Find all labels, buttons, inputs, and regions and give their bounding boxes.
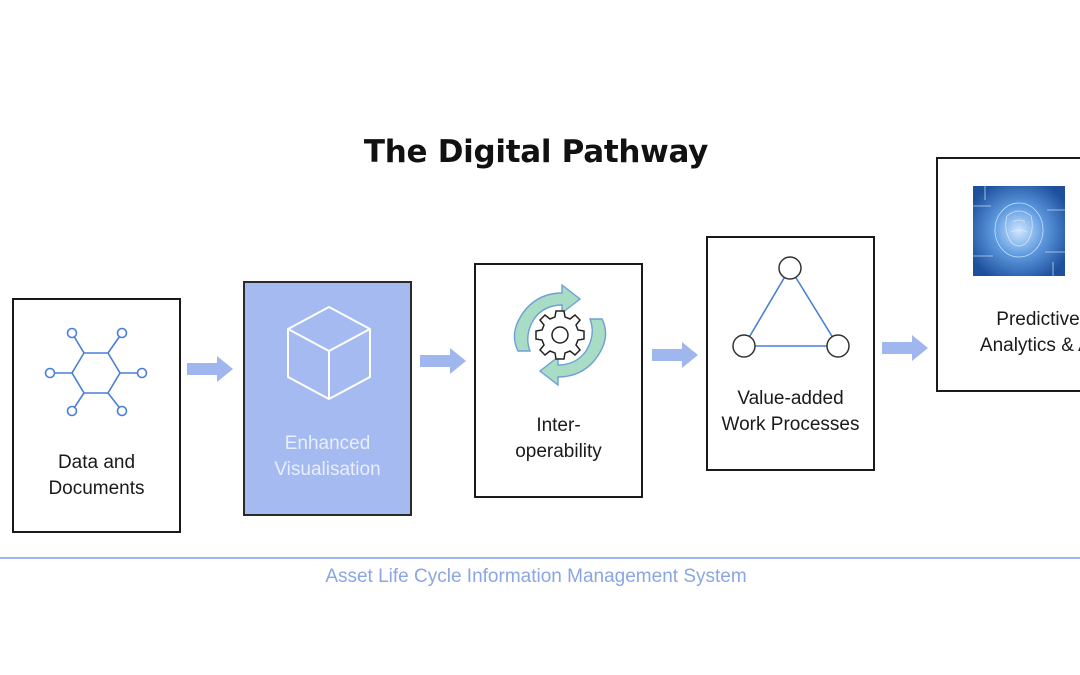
step-predictive-analytics: Predictive Analytics & AI xyxy=(936,157,1080,392)
right-arrow-icon xyxy=(420,348,466,374)
step-value-added-work-processes: Value-added Work Processes xyxy=(706,236,875,471)
step-label-line1: Data and xyxy=(57,452,136,473)
step-label: Value-added Work Processes xyxy=(708,386,873,438)
step-label: Inter- operability xyxy=(476,413,641,465)
step-label: Data and Documents xyxy=(14,450,179,502)
ai-brain-image xyxy=(973,186,1065,276)
step-label-line2: Documents xyxy=(48,478,145,499)
right-arrow-icon xyxy=(882,335,928,361)
step-label-line2: Analytics & AI xyxy=(979,335,1080,356)
step-label-line2: Work Processes xyxy=(721,414,860,435)
lifecycle-baseline xyxy=(0,557,1080,559)
step-data-and-documents: Data and Documents xyxy=(12,298,181,533)
step-interoperability: Inter- operability xyxy=(474,263,643,498)
step-enhanced-visualisation: Enhanced Visualisation xyxy=(243,281,412,516)
cube-icon xyxy=(287,306,371,400)
gear-cycle-icon xyxy=(513,283,607,387)
step-label: Enhanced Visualisation xyxy=(245,431,410,483)
step-label-line2: operability xyxy=(515,441,602,462)
triangle-network-icon xyxy=(732,256,850,358)
step-label-line1: Predictive xyxy=(996,309,1080,330)
hexagon-network-icon xyxy=(44,327,148,417)
right-arrow-icon xyxy=(652,342,698,368)
step-label-line1: Value-added xyxy=(737,388,844,409)
diagram-title: The Digital Pathway xyxy=(363,134,709,170)
step-label-line1: Enhanced xyxy=(284,433,371,454)
step-label-line2: Visualisation xyxy=(274,459,381,480)
right-arrow-icon xyxy=(187,356,233,382)
step-label-line1: Inter- xyxy=(536,415,581,436)
step-label: Predictive Analytics & AI xyxy=(938,307,1080,359)
footer-caption: Asset Life Cycle Information Management … xyxy=(325,566,747,587)
